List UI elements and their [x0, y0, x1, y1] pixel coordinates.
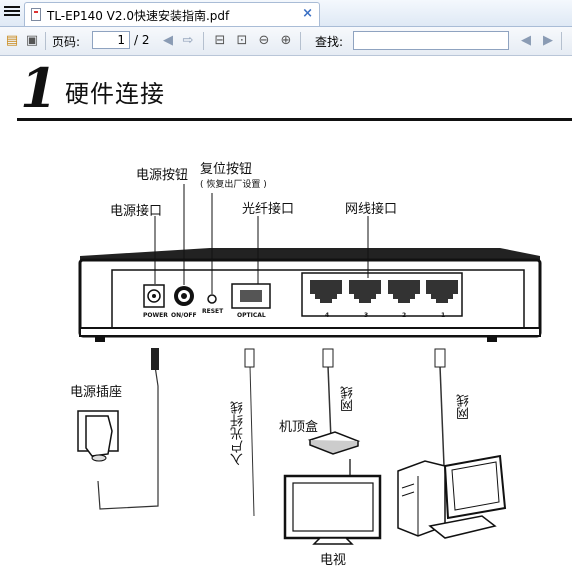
toolbar-separator [561, 32, 562, 50]
toolbar-separator [45, 32, 46, 50]
search-label: 查找: [315, 35, 344, 49]
network-ports [301, 272, 463, 317]
optical-port [231, 283, 271, 309]
power-port-text: POWER [143, 312, 168, 319]
section-rule [17, 118, 572, 121]
search-previous-icon[interactable]: ◀ [521, 33, 531, 48]
document-page: 1 硬件连接 [0, 56, 572, 570]
tv-monitor [283, 474, 382, 545]
section-title: 硬件连接 [65, 80, 165, 108]
power-port [143, 284, 165, 308]
leader-lines [154, 184, 369, 294]
power-plug [151, 348, 159, 370]
print-icon[interactable]: ▣ [25, 33, 39, 48]
power-port-label: 电源接口 [110, 204, 163, 219]
reset-text: RESET [202, 308, 224, 315]
menu-icon[interactable] [4, 4, 20, 20]
page-label: 页码: [52, 35, 81, 49]
close-tab-icon[interactable]: × [302, 6, 313, 21]
step-number: 1 [20, 56, 58, 120]
pdf-file-icon [31, 8, 41, 21]
reset-button-label: 复位按钮 [200, 162, 253, 177]
next-page-icon[interactable]: ⇨ [182, 33, 194, 48]
network-ports-label: 网线接口 [345, 202, 398, 217]
power-button [174, 286, 194, 306]
desktop-computer [397, 454, 507, 539]
hardware-connection-diagram [77, 184, 542, 545]
port-4-text: 4 [325, 312, 330, 319]
fiber-port-label: 光纤接口 [242, 202, 295, 217]
network-cable-label: 网线 [341, 386, 356, 412]
zoom-in-icon[interactable]: ⊕ [280, 33, 292, 48]
network-cable-label: 网线 [457, 394, 472, 420]
tab-title: TL-EP140 V2.0快速安装指南.pdf [47, 9, 230, 23]
cables [97, 365, 445, 517]
fit-page-icon[interactable]: ⊡ [236, 33, 248, 48]
page-total: / 2 [134, 33, 150, 47]
settop-box-label: 机顶盒 [279, 420, 319, 435]
port-1-text: 1 [441, 312, 446, 319]
search-input[interactable] [353, 31, 509, 50]
toolbar-separator [300, 32, 301, 50]
search-next-icon[interactable]: ▶ [543, 33, 553, 48]
page-number-input[interactable]: 1 [92, 31, 130, 49]
open-folder-icon[interactable]: ▤ [5, 33, 19, 48]
toolbar: ▤ ▣ 页码: 1 / 2 ◀ ⇨ ⊟ ⊡ ⊖ ⊕ 查找: ◀ ▶ [0, 27, 572, 56]
zoom-out-icon[interactable]: ⊖ [258, 33, 270, 48]
previous-page-icon[interactable]: ◀ [163, 33, 173, 48]
tab-bar: TL-EP140 V2.0快速安装指南.pdf × [0, 0, 572, 27]
onoff-text: ON/OFF [171, 312, 197, 319]
optical-text: OPTICAL [237, 312, 266, 319]
fiber-plug [244, 348, 255, 368]
set-top-box [307, 431, 361, 455]
network-plug-pc [434, 348, 446, 368]
document-tab[interactable]: TL-EP140 V2.0快速安装指南.pdf × [24, 2, 320, 26]
port-2-text: 2 [402, 312, 407, 319]
reset-button [207, 294, 217, 304]
fit-width-icon[interactable]: ⊟ [214, 33, 226, 48]
power-socket-label: 电源插座 [70, 385, 123, 400]
network-plug-settop [322, 348, 334, 368]
power-button-label: 电源按钮 [136, 168, 189, 183]
toolbar-separator [203, 32, 204, 50]
wall-socket-adapter [77, 410, 119, 462]
reset-note-label: ( 恢复出厂设置 ) [200, 180, 267, 190]
port-3-text: 3 [364, 312, 369, 319]
tv-label: 电视 [320, 553, 347, 568]
home-fiber-label: 入户光纤线 [231, 401, 246, 466]
